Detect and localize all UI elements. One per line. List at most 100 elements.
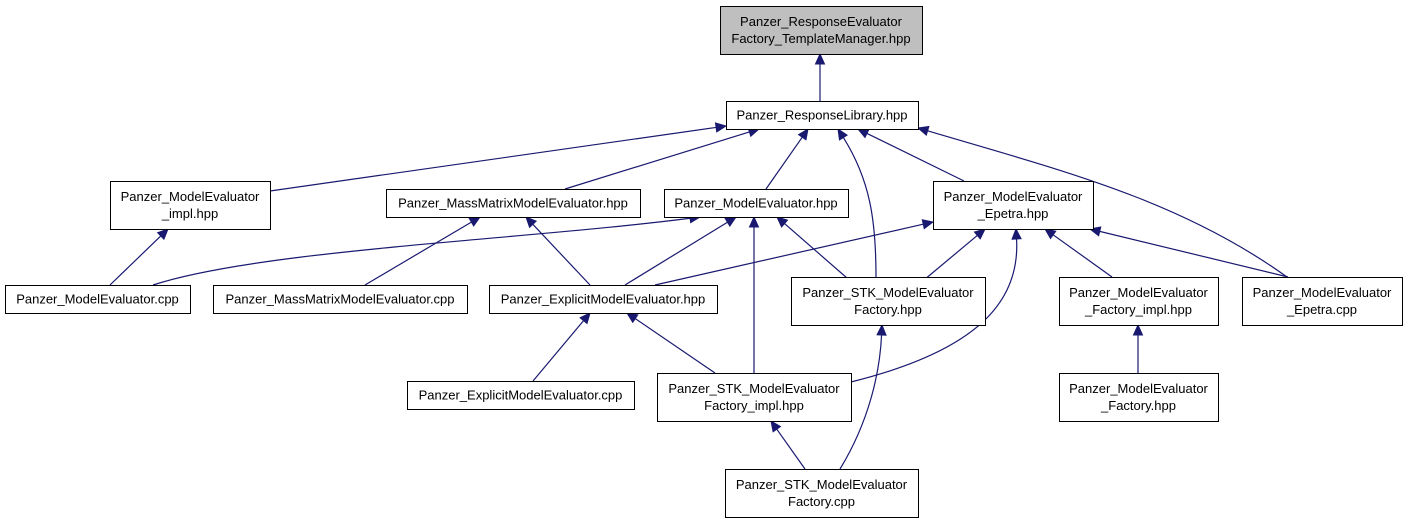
node-label: Panzer_ModelEvaluator xyxy=(1069,381,1208,396)
node-label: Factory_impl.hpp xyxy=(704,398,804,413)
node-label: _Factory.hpp xyxy=(1100,398,1176,413)
edge-ex_cpp-to-ex_hpp-line xyxy=(532,320,585,382)
node-box xyxy=(720,6,923,55)
node-box xyxy=(726,101,919,130)
node-mee-hpp[interactable]: Panzer_ModelEvaluator _Epetra.hpp xyxy=(933,181,1094,230)
node-label: Panzer_ModelEvaluator xyxy=(1069,285,1208,300)
node-rl-tm[interactable]: Panzer_ResponseEvaluatorFactory_Template… xyxy=(720,6,923,55)
node-me-impl[interactable]: Panzer_ModelEvaluator _impl.hpp xyxy=(110,181,271,230)
edge-me_cpp-to-me_impl xyxy=(109,228,169,286)
node-label: Panzer_STK_ModelEvaluator xyxy=(668,381,840,396)
node-ex-hpp[interactable]: Panzer_ExplicitModelEvaluator.hpp xyxy=(489,285,718,314)
edge-ex_cpp-to-ex_hpp xyxy=(532,312,591,382)
node-me-hpp[interactable]: Panzer_ModelEvaluator.hpp xyxy=(664,189,849,218)
edge-mee_cpp-to-mee_hpp-line xyxy=(1099,230,1289,278)
node-label: Panzer_ModelEvaluator xyxy=(944,189,1083,204)
edge-mm_hpp-to-rl xyxy=(564,127,761,190)
node-label: _Epetra.hpp xyxy=(977,206,1049,221)
edge-ex_hpp-to-mm_hpp xyxy=(525,216,591,286)
edge-stk_f_hpp-to-rl-arrowhead xyxy=(837,127,849,141)
node-box xyxy=(664,189,849,218)
edge-mee_cpp-to-rl-line xyxy=(927,130,1288,278)
edge-stk_f_hpp-to-me_hpp-arrowhead xyxy=(776,216,789,228)
edge-stk_f_hpp-to-rl-line xyxy=(842,137,877,278)
node-box xyxy=(489,285,718,314)
node-label: Factory.cpp xyxy=(788,494,855,509)
edge-mee_cpp-to-rl-arrowhead xyxy=(916,125,930,137)
node-label: Factory.hpp xyxy=(854,302,922,317)
edge-me_impl-to-rl xyxy=(269,122,728,192)
node-label: Panzer_ModelEvaluator xyxy=(1253,285,1392,300)
edge-mee_cpp-to-rl xyxy=(916,125,1288,278)
node-mee-cpp[interactable]: Panzer_ModelEvaluator _Epetra.cpp xyxy=(1242,277,1403,326)
edge-me_cpp-to-me_impl-line xyxy=(109,235,162,286)
node-label: Factory_TemplateManager.hpp xyxy=(731,31,910,46)
edge-ex_hpp-to-me_hpp xyxy=(624,216,738,286)
node-mef-impl[interactable]: Panzer_ModelEvaluator _Factory_impl.hpp xyxy=(1059,277,1219,326)
node-label: _Epetra.cpp xyxy=(1286,302,1357,317)
node-box xyxy=(213,285,468,314)
node-box xyxy=(110,181,271,230)
edge-stk_fi-to-me_hpp-arrowhead xyxy=(748,215,760,228)
edge-mef_impl-to-mee_hpp-arrowhead xyxy=(1044,228,1057,240)
edge-mef_hpp-to-mef_impl xyxy=(1132,323,1144,373)
node-box xyxy=(725,469,919,518)
node-rl[interactable]: Panzer_ResponseLibrary.hpp xyxy=(726,101,919,130)
node-label: Panzer_ModelEvaluator xyxy=(121,189,260,204)
edge-stk_fi-to-ex_hpp-line xyxy=(634,318,716,374)
node-label: Panzer_ExplicitModelEvaluator.cpp xyxy=(419,388,623,403)
edge-stk_f_cpp-to-stk_f_hpp-line xyxy=(839,334,883,470)
node-label: _Factory_impl.hpp xyxy=(1084,302,1192,317)
node-mm-cpp[interactable]: Panzer_MassMatrixModelEvaluator.cpp xyxy=(213,285,468,314)
edge-mef_impl-to-mee_hpp-line xyxy=(1052,234,1113,278)
edge-mm_cpp-to-mm_hpp xyxy=(364,216,482,286)
edge-me_hpp-to-rl-line xyxy=(765,136,803,190)
edge-mm_cpp-to-mm_hpp-arrowhead xyxy=(468,216,482,227)
edge-me_cpp-to-me_impl-arrowhead xyxy=(156,228,169,241)
edge-stk_f_cpp-to-stk_f_hpp-arrowhead xyxy=(876,323,887,336)
node-mef-hpp[interactable]: Panzer_ModelEvaluator _Factory.hpp xyxy=(1059,373,1219,422)
edge-stk_f_hpp-to-me_hpp-line xyxy=(784,223,856,286)
node-label: Panzer_STK_ModelEvaluator xyxy=(802,285,974,300)
node-box xyxy=(5,285,191,314)
edge-ex_cpp-to-ex_hpp-arrowhead xyxy=(579,312,591,325)
edge-ex_hpp-to-mm_hpp-line xyxy=(532,223,591,286)
edge-me_hpp-to-rl xyxy=(765,128,809,190)
edge-me_hpp-to-rl-arrowhead xyxy=(797,128,809,141)
edge-mee_hpp-to-rl-line xyxy=(866,132,965,182)
edge-stk_f_hpp-to-mee_hpp-arrowhead xyxy=(973,228,986,240)
node-ex-cpp[interactable]: Panzer_ExplicitModelEvaluator.cpp xyxy=(407,381,635,410)
edge-stk_f_hpp-to-rl xyxy=(837,127,877,278)
edge-mm_hpp-to-rl-line xyxy=(564,131,750,190)
node-me-cpp[interactable]: Panzer_ModelEvaluator.cpp xyxy=(5,285,191,314)
edge-stk_fi-to-mee_hpp-arrowhead xyxy=(1011,227,1022,240)
edge-rl-to-rl_tm xyxy=(814,52,826,101)
node-box xyxy=(1059,277,1219,326)
edge-me_impl-to-rl-arrowhead xyxy=(714,122,728,133)
edge-ex_hpp-to-me_hpp-line xyxy=(624,221,728,286)
node-box xyxy=(1242,277,1403,326)
node-label: _impl.hpp xyxy=(161,206,218,221)
edge-mee_hpp-to-rl-arrowhead xyxy=(856,128,870,139)
node-stk-fi[interactable]: Panzer_STK_ModelEvaluatorFactory_impl.hp… xyxy=(657,373,852,422)
edge-ex_hpp-to-me_hpp-arrowhead xyxy=(724,216,738,227)
node-label: Panzer_ResponseLibrary.hpp xyxy=(736,108,907,123)
node-box xyxy=(407,381,635,410)
edge-stk_f_hpp-to-mee_hpp xyxy=(917,228,986,286)
edge-me_impl-to-rl-line xyxy=(269,126,717,192)
edge-rl-to-rl_tm-arrowhead xyxy=(814,52,826,65)
edge-ex_hpp-to-mee_hpp xyxy=(654,219,935,286)
edge-mef_impl-to-mee_hpp xyxy=(1044,228,1113,278)
node-box xyxy=(386,189,641,218)
edge-mee_cpp-to-mee_hpp xyxy=(1088,226,1289,278)
edge-stk_f_hpp-to-mee_hpp-line xyxy=(917,234,978,286)
node-box xyxy=(933,181,1094,230)
node-box xyxy=(657,373,852,422)
node-label: Panzer_STK_ModelEvaluator xyxy=(736,477,908,492)
node-label: Panzer_ExplicitModelEvaluator.hpp xyxy=(501,292,706,307)
edge-stk_f_cpp-to-stk_fi xyxy=(770,420,806,470)
node-mm-hpp[interactable]: Panzer_MassMatrixModelEvaluator.hpp xyxy=(386,189,641,218)
